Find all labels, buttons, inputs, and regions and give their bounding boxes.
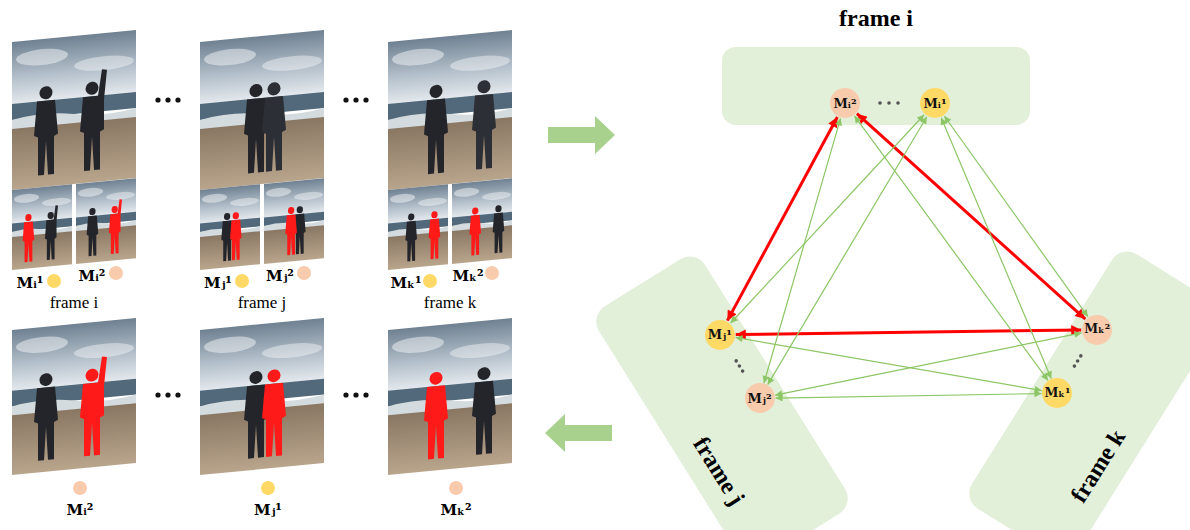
- mask-label: Mⱼ²: [266, 267, 294, 285]
- candidate-link: [775, 333, 1081, 395]
- frame-caption: frame i: [50, 293, 99, 313]
- mask-thumbnail: [452, 178, 512, 264]
- panel-fill: [963, 245, 1190, 530]
- candidate-link: [941, 118, 1051, 379]
- matched-link: [857, 114, 1085, 319]
- mask-label: Mₖ¹: [1044, 387, 1070, 400]
- frame-panel: frame kMₖ²Mₖ¹: [962, 245, 1190, 530]
- label-anchor: frame i: [50, 293, 99, 313]
- block-arrow: [548, 116, 615, 154]
- video-frame: [200, 30, 324, 190]
- mask-node: Mᵢ¹: [920, 88, 950, 118]
- mask-thumbnail: [76, 178, 136, 264]
- mask-node: Mⱼ²: [745, 383, 775, 413]
- panel-fill: [590, 250, 855, 530]
- ellipsis-dots: [155, 97, 368, 397]
- label-anchor: Mₖ²: [440, 501, 471, 519]
- label-anchor: Mⱼ¹: [204, 274, 232, 292]
- mask-node: Mₖ²: [1082, 315, 1112, 345]
- result-frame: [12, 318, 136, 475]
- matched-link: [736, 330, 1081, 335]
- label-anchor: Mᵢ¹: [17, 274, 44, 292]
- mask-label: Mₖ²: [1084, 323, 1110, 336]
- candidate-link: [731, 115, 924, 323]
- mask-label: Mₖ²: [452, 267, 483, 285]
- result-frame: [388, 318, 512, 475]
- label-anchor: Mⱼ²: [266, 267, 294, 285]
- frame-caption: frame k: [424, 293, 476, 313]
- mask-label: Mₖ¹: [390, 274, 421, 292]
- mask-label: Mᵢ¹: [923, 97, 946, 110]
- candidate-link: [736, 337, 1042, 390]
- mask-label: Mᵢ²: [67, 501, 94, 519]
- label-anchor: Mⱼ¹: [254, 501, 282, 519]
- label-anchor: frame k: [424, 293, 476, 313]
- panel-title-anchor: frame i: [839, 5, 913, 31]
- mask-label: Mᵢ²: [833, 97, 856, 110]
- mask-thumbnail: [200, 184, 260, 270]
- ellipsis-dots: [734, 101, 1082, 373]
- video-frame: [388, 30, 512, 190]
- frame-panel: frame iMᵢ²Mᵢ¹: [722, 47, 1030, 125]
- frame-panel: frame jMⱼ¹Mⱼ²: [589, 250, 855, 530]
- matched-link: [727, 117, 837, 321]
- mask-label: Mᵢ¹: [17, 274, 44, 292]
- mask-node: Mⱼ¹: [705, 320, 735, 350]
- label-anchor: Mₖ¹: [390, 274, 421, 292]
- mask-thumbnail: [388, 184, 448, 270]
- label-anchor: frame j: [238, 293, 287, 313]
- label-anchor: Mₖ²: [452, 267, 483, 285]
- candidate-link: [944, 116, 1088, 317]
- mask-thumbnail: [264, 178, 324, 264]
- frame-caption: frame j: [238, 293, 287, 313]
- panel-title: frame i: [839, 5, 913, 31]
- label-anchor: Mᵢ²: [67, 501, 94, 519]
- mask-label: Mₖ²: [440, 501, 471, 519]
- video-frame: [12, 30, 136, 190]
- candidate-link: [764, 118, 841, 383]
- mask-dots: [47, 266, 499, 495]
- candidate-link: [768, 117, 927, 385]
- mask-label: Mᵢ²: [79, 267, 106, 285]
- result-frame: [200, 318, 324, 475]
- label-anchor: Mᵢ²: [79, 267, 106, 285]
- block-arrow: [545, 414, 612, 452]
- candidate-link: [776, 394, 1042, 398]
- mask-label: Mⱼ¹: [708, 328, 732, 341]
- mask-label: Mⱼ²: [747, 392, 771, 405]
- mask-label: Mⱼ¹: [204, 274, 232, 292]
- mask-node: Mᵢ²: [830, 88, 860, 118]
- candidate-link: [854, 116, 1048, 381]
- mask-label: Mⱼ¹: [254, 501, 282, 519]
- mask-thumbnail: [12, 184, 72, 270]
